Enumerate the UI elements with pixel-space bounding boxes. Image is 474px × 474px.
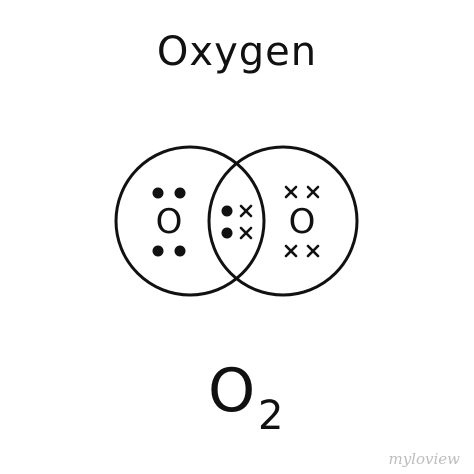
electron-dot <box>152 187 164 199</box>
shared-bond-dots <box>221 205 233 239</box>
electron-dot <box>221 227 233 239</box>
electron-cross <box>284 244 298 258</box>
right-atom-symbol: O <box>289 202 316 242</box>
left-atom-symbol: O <box>156 202 183 242</box>
formula-symbol: O <box>208 356 256 426</box>
electron-dot <box>221 205 233 217</box>
electron-dot <box>174 187 186 199</box>
molecular-formula: O 2 <box>196 356 306 446</box>
electron-cross <box>284 185 298 199</box>
diagram-title: Oxygen <box>156 29 318 75</box>
right-atom-circle <box>207 145 359 297</box>
electron-dot <box>174 245 186 257</box>
watermark-logo: myloview <box>388 450 460 468</box>
formula-subscript: 2 <box>258 393 284 439</box>
electron-cross <box>306 185 320 199</box>
electron-crosses <box>239 185 320 258</box>
left-atom-lone-pairs <box>152 187 186 257</box>
left-atom-circle <box>114 145 266 297</box>
electron-dot <box>152 245 164 257</box>
electron-cross <box>306 244 320 258</box>
electron-cross <box>239 204 253 218</box>
electron-cross <box>239 226 253 240</box>
